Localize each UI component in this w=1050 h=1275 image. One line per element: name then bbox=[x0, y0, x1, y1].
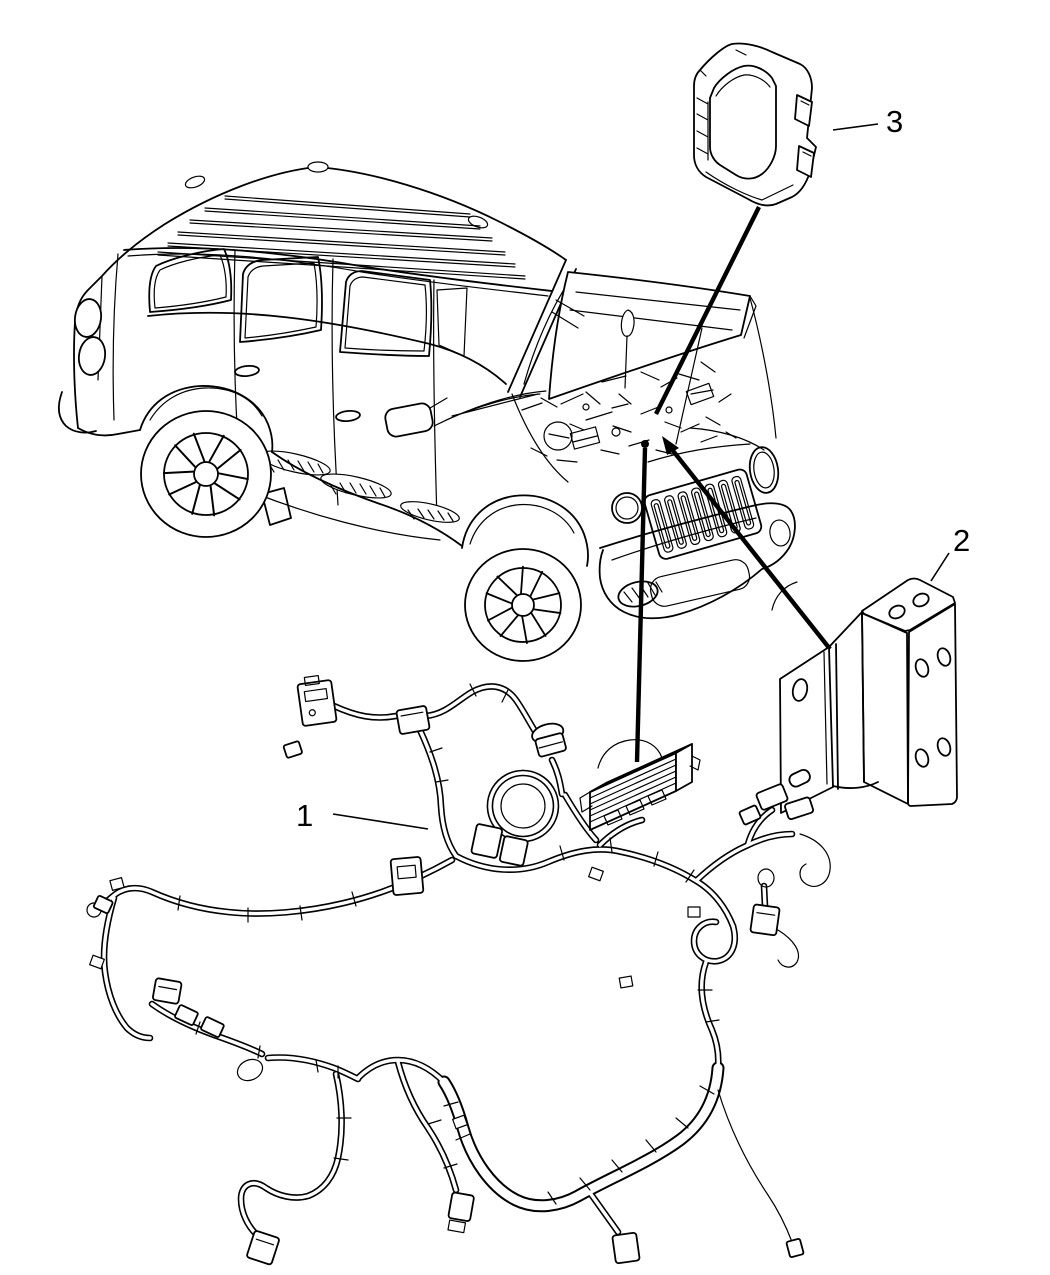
door-cut-mid bbox=[331, 258, 339, 506]
rocker-moldings bbox=[259, 450, 460, 523]
harness-eyelet-right bbox=[757, 868, 775, 888]
harness-grommet-loop bbox=[500, 783, 546, 829]
pcm-module bbox=[579, 743, 701, 831]
callout-1-label: 1 bbox=[296, 798, 313, 833]
rear-bumper bbox=[58, 391, 97, 434]
taillamp-upper bbox=[73, 298, 103, 338]
callout-2-label: 2 bbox=[953, 523, 970, 558]
antenna bbox=[620, 309, 635, 337]
wiper-cowl bbox=[433, 390, 547, 427]
engine-bay bbox=[511, 361, 765, 483]
callout-3-label: 3 bbox=[886, 104, 903, 139]
mounting-bracket-illustration bbox=[779, 577, 958, 814]
leader-arrowhead bbox=[662, 436, 679, 455]
vehicle-illustration bbox=[58, 161, 798, 662]
side-mirror bbox=[384, 397, 448, 438]
front-wheel-arch bbox=[461, 494, 589, 567]
mushroom-connector bbox=[531, 722, 567, 758]
connector-cover-illustration bbox=[693, 42, 817, 207]
rear-wheel-arch bbox=[139, 385, 274, 453]
door-handle-rear bbox=[234, 364, 260, 378]
routing-clips bbox=[89, 866, 701, 1130]
cover-clip-upper bbox=[794, 94, 813, 127]
fog-lamp bbox=[617, 580, 659, 608]
bracket-slot bbox=[788, 768, 811, 788]
front-grille bbox=[643, 468, 763, 560]
cover-opening bbox=[709, 64, 777, 180]
callouts: 1 2 3 bbox=[296, 104, 970, 833]
bracket-hole bbox=[791, 678, 809, 702]
door-handle-front bbox=[335, 409, 361, 423]
callout-2-leader bbox=[930, 552, 950, 582]
taillamp-lower bbox=[77, 336, 107, 376]
mud-flap bbox=[261, 487, 292, 526]
roof-drip-rail bbox=[123, 247, 553, 292]
wiring-harness-illustration bbox=[86, 674, 831, 1266]
bracket-front-face bbox=[907, 603, 958, 807]
callout-1-leader bbox=[332, 813, 429, 830]
leader-line-item2 bbox=[668, 445, 832, 651]
callout-3-leader bbox=[832, 123, 879, 131]
harness-connectors bbox=[86, 674, 815, 1266]
bracket-top-face bbox=[861, 577, 956, 632]
roof-ribs bbox=[157, 195, 526, 280]
hood-prop-rod bbox=[675, 327, 703, 445]
leader-line-item3 bbox=[654, 206, 761, 415]
door-cut-front bbox=[433, 279, 438, 521]
leader-lines bbox=[634, 206, 832, 763]
harness-eyelet-left bbox=[236, 1058, 264, 1082]
leader-dot bbox=[641, 440, 649, 448]
leader-line-item1 bbox=[634, 447, 648, 763]
front-wheel bbox=[464, 548, 582, 662]
headlamp-right bbox=[748, 446, 780, 494]
cover-clip-lower bbox=[796, 145, 815, 178]
loom-tape-marks bbox=[177, 683, 720, 1205]
rear-wheel bbox=[140, 410, 272, 538]
open-hood bbox=[548, 271, 757, 445]
